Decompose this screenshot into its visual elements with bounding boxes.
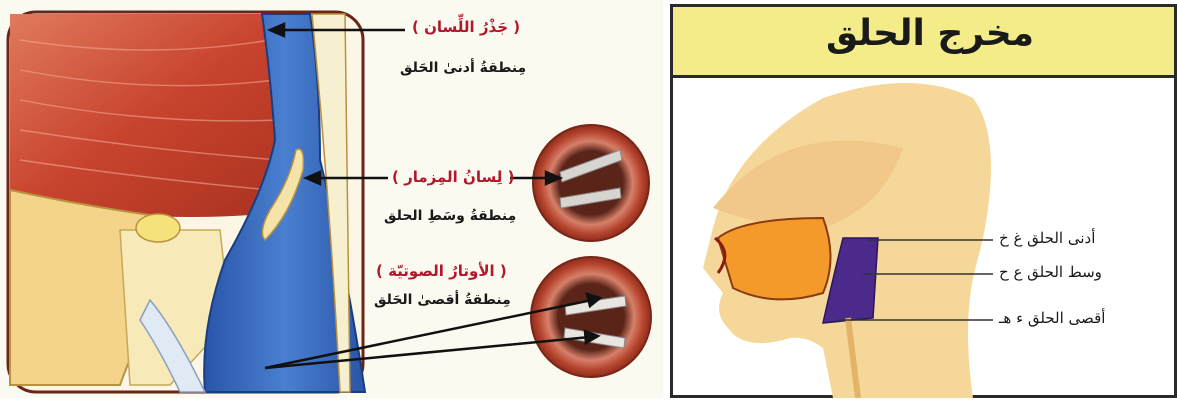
label-root-of-tongue: ( جَذْرُ اللِّسان ) (412, 18, 520, 36)
row-middle-throat: وسط الحلق ع ح (999, 263, 1102, 281)
head-profile (673, 78, 1174, 398)
tongue (718, 218, 831, 299)
title-band: مخرج الحلق (673, 7, 1174, 78)
label-epiglottis: ( لِسانُ المِزمار ) (392, 168, 514, 186)
throat-articulation-diagram: مخرج الحلق أدنى الحلق غ خ وسط الحلق ع ح … (670, 4, 1177, 398)
label-nearest-throat: مِنطقةُ أدنىٰ الحَلق (400, 60, 526, 76)
label-middle-throat: مِنطقةُ وسَطِ الحلق (384, 208, 516, 224)
row-deepest-throat: أقصى الحلق ء هـ (999, 309, 1105, 327)
anatomy-cross-section (0, 0, 663, 398)
diagram-title: مخرج الحلق (826, 13, 1034, 54)
row-nearest-throat: أدنى الحلق غ خ (999, 229, 1095, 247)
label-vocal-cords: ( الأوتارُ الصوتيّة ) (376, 262, 507, 280)
hyoid-bone (136, 214, 180, 242)
label-deepest-throat: مِنطقةُ أقصىٰ الحَلق (374, 292, 511, 308)
larynx-view-bottom (531, 257, 651, 377)
throat-anatomy-illustration: ( جَذْرُ اللِّسان ) مِنطقةُ أدنىٰ الحَلق… (0, 0, 663, 398)
